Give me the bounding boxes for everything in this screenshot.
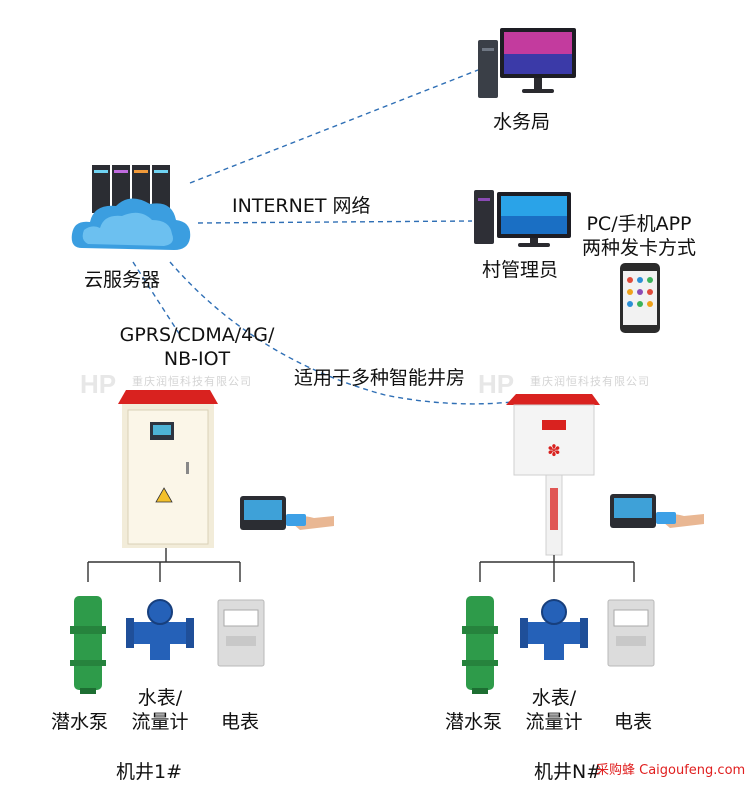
well1-pump-label: 潜水泵 xyxy=(51,711,109,733)
cloud-server-label: 云服务器 xyxy=(84,269,161,291)
water-bureau-computer-icon xyxy=(478,28,576,98)
wellN-electric-meter-icon xyxy=(607,599,655,667)
wellN-electric-meter-label: 电表 xyxy=(614,711,653,733)
wellN-water-meter-icon xyxy=(520,599,588,660)
wellN-control-cabinet: ✽ xyxy=(506,394,600,556)
wellN-card-reader-icon xyxy=(610,494,704,528)
cloud-server-icon xyxy=(71,165,191,250)
site-credit: 采购蜂 Caigoufeng.com xyxy=(596,763,746,778)
water-bureau-label: 水务局 xyxy=(493,111,551,133)
gprs-link-label: GPRS/CDMA/4G/ NB-IOT xyxy=(112,323,282,371)
village-admin-computer-icon xyxy=(474,190,571,247)
svg-text:HP: HP xyxy=(80,369,116,399)
watermark-logo-left: HP xyxy=(80,369,116,399)
app-note-line2: 两种发卡方式 xyxy=(581,237,696,259)
watermark-logo-right: HP xyxy=(478,369,514,399)
svg-text:HP: HP xyxy=(478,369,514,399)
well1-control-cabinet xyxy=(118,390,218,548)
well1-wiring xyxy=(87,548,241,582)
watermark-text-left: 重庆润恒科技有限公司 xyxy=(132,375,252,388)
wellN-water-meter-label: 水表/ 流量计 xyxy=(514,686,594,734)
gprs-link-label-line1: GPRS/CDMA/4G/ xyxy=(119,324,275,346)
wellN-water-meter-label-line1: 水表/ xyxy=(531,687,577,709)
link-cloud-to-water-bureau xyxy=(189,69,479,184)
well1-submersible-pump-icon xyxy=(70,596,106,694)
app-note: PC/手机APP 两种发卡方式 xyxy=(578,212,700,260)
wellN-title: 机井N# xyxy=(534,761,603,783)
wellN-wiring xyxy=(479,555,635,582)
app-note-line1: PC/手机APP xyxy=(586,213,692,235)
well1-water-meter-label-line2: 流量计 xyxy=(131,711,189,733)
well1-electric-meter-icon xyxy=(217,599,265,667)
svg-text:✽: ✽ xyxy=(547,441,560,460)
well1-water-meter-label: 水表/ 流量计 xyxy=(120,686,200,734)
well1-card-reader-icon xyxy=(240,496,334,530)
well-rooms-link-label: 适用于多种智能井房 xyxy=(294,367,466,389)
well1-electric-meter-label: 电表 xyxy=(221,711,260,733)
link-cloud-to-well1 xyxy=(132,261,181,336)
smartphone-icon xyxy=(620,263,660,333)
well1-water-meter-label-line1: 水表/ xyxy=(137,687,183,709)
wellN-submersible-pump-icon xyxy=(462,596,498,694)
well1-water-meter-icon xyxy=(126,599,194,660)
link-cloud-to-village-admin xyxy=(197,220,473,224)
wellN-water-meter-label-line2: 流量计 xyxy=(525,711,583,733)
village-admin-label: 村管理员 xyxy=(482,259,559,281)
gprs-link-label-line2: NB-IOT xyxy=(163,348,231,370)
link-cloud-to-wellN xyxy=(169,261,513,405)
well1-title: 机井1# xyxy=(116,761,183,783)
watermark-text-right: 重庆润恒科技有限公司 xyxy=(530,375,650,388)
network-links xyxy=(132,69,513,405)
internet-link-label: INTERNET 网络 xyxy=(232,195,371,217)
wellN-pump-label: 潜水泵 xyxy=(445,711,503,733)
